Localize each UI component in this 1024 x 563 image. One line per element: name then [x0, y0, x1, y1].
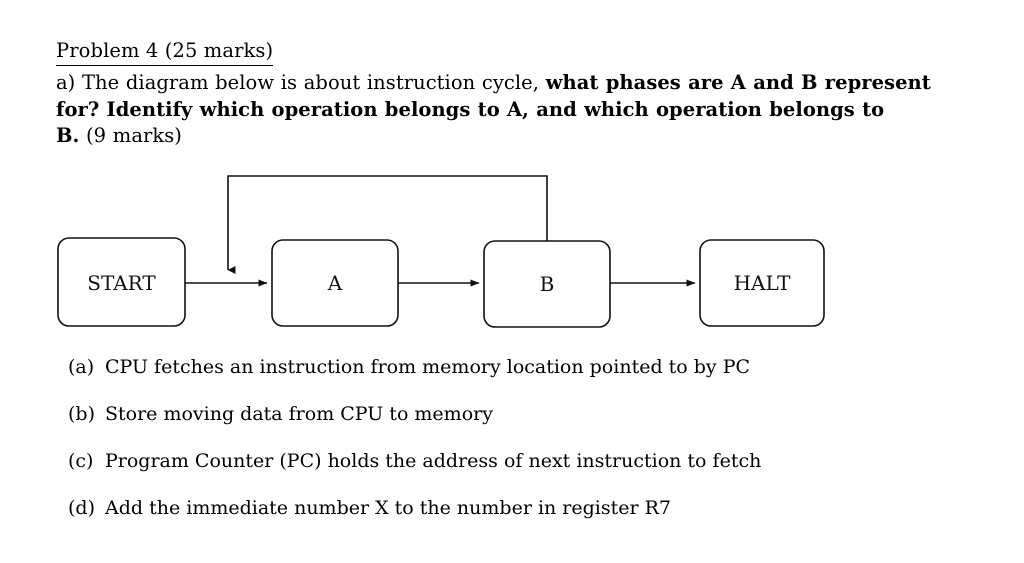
option-marker: (b)	[68, 403, 95, 425]
option-text: Program Counter (PC) holds the address o…	[105, 450, 762, 472]
page-title: Problem 4 (25 marks)	[56, 38, 274, 66]
node-halt: HALT	[699, 239, 825, 327]
question-line-1: a) The diagram below is about instructio…	[56, 70, 931, 97]
instruction-cycle-diagram: START A B	[0, 160, 1024, 340]
node-a: A	[271, 239, 399, 327]
option-marker: (c)	[68, 450, 94, 472]
node-a-label: A	[327, 271, 343, 295]
question-line-1-plain: a) The diagram below is about instructio…	[56, 71, 546, 94]
node-start: START	[57, 237, 186, 327]
node-b-label: B	[540, 272, 555, 296]
node-start-label: START	[87, 271, 156, 295]
page-title-text: Problem 4 (25 marks)	[56, 38, 274, 66]
list-item: (b) Store moving data from CPU to memory	[56, 399, 956, 446]
option-marker: (a)	[68, 356, 95, 378]
option-marker: (d)	[68, 497, 95, 519]
list-item: (c) Program Counter (PC) holds the addre…	[56, 446, 956, 493]
question-line-2: for? Identify which operation belongs to…	[56, 97, 885, 121]
edge-b-to-a-feedback	[227, 175, 548, 274]
list-item: (a) CPU fetches an instruction from memo…	[56, 352, 956, 399]
option-text: Store moving data from CPU to memory	[105, 403, 493, 425]
node-halt-label: HALT	[734, 271, 792, 295]
node-b: B	[483, 240, 611, 328]
answer-options-list: (a) CPU fetches an instruction from memo…	[56, 352, 956, 540]
question-line-3: B. (9 marks)	[56, 123, 928, 150]
question-paragraph: a) The diagram below is about instructio…	[56, 70, 931, 150]
question-line-1-bold: what phases are A and B represent	[545, 71, 931, 94]
option-text: CPU fetches an instruction from memory l…	[105, 356, 751, 378]
list-item: (d) Add the immediate number X to the nu…	[56, 493, 956, 540]
option-text: Add the immediate number X to the number…	[105, 497, 672, 519]
question-line-3-bold: B.	[56, 124, 80, 147]
question-line-3-plain: (9 marks)	[79, 124, 182, 147]
